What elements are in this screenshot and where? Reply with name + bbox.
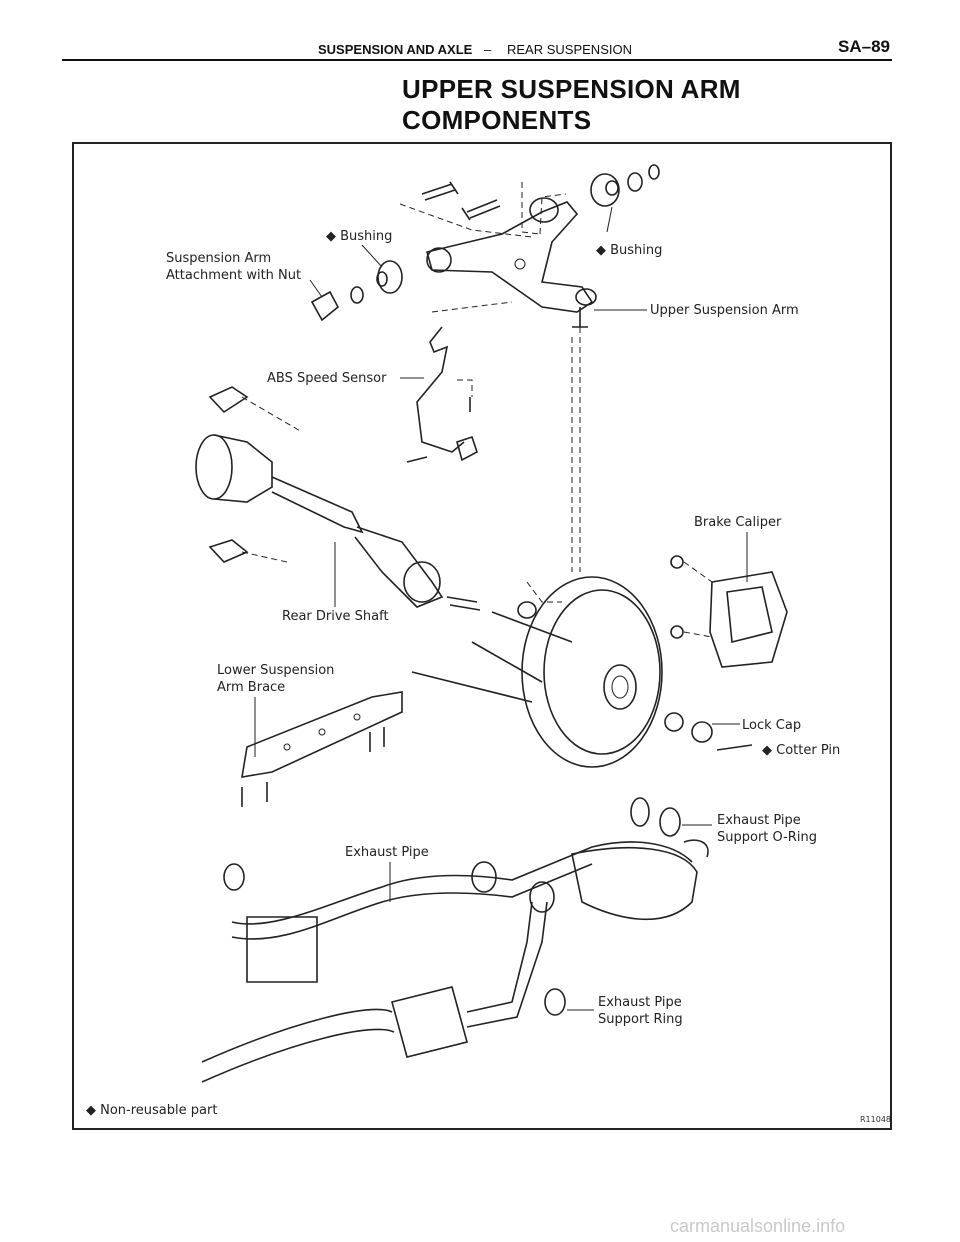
- label-support-ring-line-1: Exhaust Pipe: [598, 995, 682, 1010]
- label-attachment-line-2: Attachment with Nut: [166, 268, 301, 283]
- lock-cap-drawing: [664, 712, 753, 751]
- header-section: SUSPENSION AND AXLE: [318, 42, 473, 57]
- rear-drive-shaft-drawing: [195, 386, 481, 611]
- exhaust-o-ring-drawing: [630, 797, 681, 837]
- exhaust-pipe-drawing: [201, 839, 709, 1083]
- page-number: SA–89: [838, 37, 890, 56]
- bushing-right-drawing: [590, 164, 660, 207]
- upper-suspension-arm-drawing: [426, 197, 597, 328]
- abs-speed-sensor-drawing: [406, 326, 478, 463]
- page-title-line-1: UPPER SUSPENSION ARM: [402, 74, 741, 104]
- label-brake-caliper: Brake Caliper: [694, 515, 782, 530]
- leader-lines: [254, 206, 748, 1011]
- label-rear-drive-shaft: Rear Drive Shaft: [282, 609, 389, 624]
- label-o-ring-line-1: Exhaust Pipe: [717, 813, 801, 828]
- label-support-ring-line-2: Support Ring: [598, 1012, 683, 1027]
- header-rule: [62, 59, 892, 61]
- legend-non-reusable-part: ◆ Non-reusable part: [86, 1103, 217, 1118]
- arm-bolts-drawing: [399, 181, 567, 313]
- page-title-line-2: COMPONENTS: [402, 105, 592, 135]
- label-upper-suspension-arm: Upper Suspension Arm: [650, 303, 799, 318]
- brake-caliper-drawing: [670, 555, 788, 668]
- lower-arm-brace-drawing: [241, 691, 403, 807]
- label-lower-brace-line-2: Arm Brace: [217, 680, 285, 695]
- label-o-ring-line-2: Support O-Ring: [717, 830, 817, 845]
- label-bushing-right: ◆ Bushing: [596, 243, 662, 258]
- label-attachment-line-1: Suspension Arm: [166, 251, 271, 266]
- figure-frame: [72, 142, 892, 1130]
- watermark: carmanualsonline.info: [670, 1216, 846, 1236]
- label-abs-speed-sensor: ABS Speed Sensor: [267, 371, 387, 386]
- brake-disc-hub-drawing: [411, 327, 663, 768]
- components-diagram: ◆ Bushing ◆ Bushing Suspension Arm Attac…: [86, 164, 891, 1124]
- label-lock-cap: Lock Cap: [742, 718, 801, 733]
- label-cotter-pin: ◆ Cotter Pin: [762, 743, 840, 758]
- figure-code: R11048: [860, 1115, 891, 1124]
- bushing-left-drawing: [310, 260, 403, 322]
- label-lower-brace-line-1: Lower Suspension: [217, 663, 334, 678]
- label-bushing-left: ◆ Bushing: [326, 229, 392, 244]
- label-exhaust-pipe: Exhaust Pipe: [345, 845, 429, 860]
- header-subsection: REAR SUSPENSION: [507, 42, 632, 57]
- header-separator: –: [484, 42, 492, 57]
- page-title: UPPER SUSPENSION ARM COMPONENTS: [402, 74, 741, 136]
